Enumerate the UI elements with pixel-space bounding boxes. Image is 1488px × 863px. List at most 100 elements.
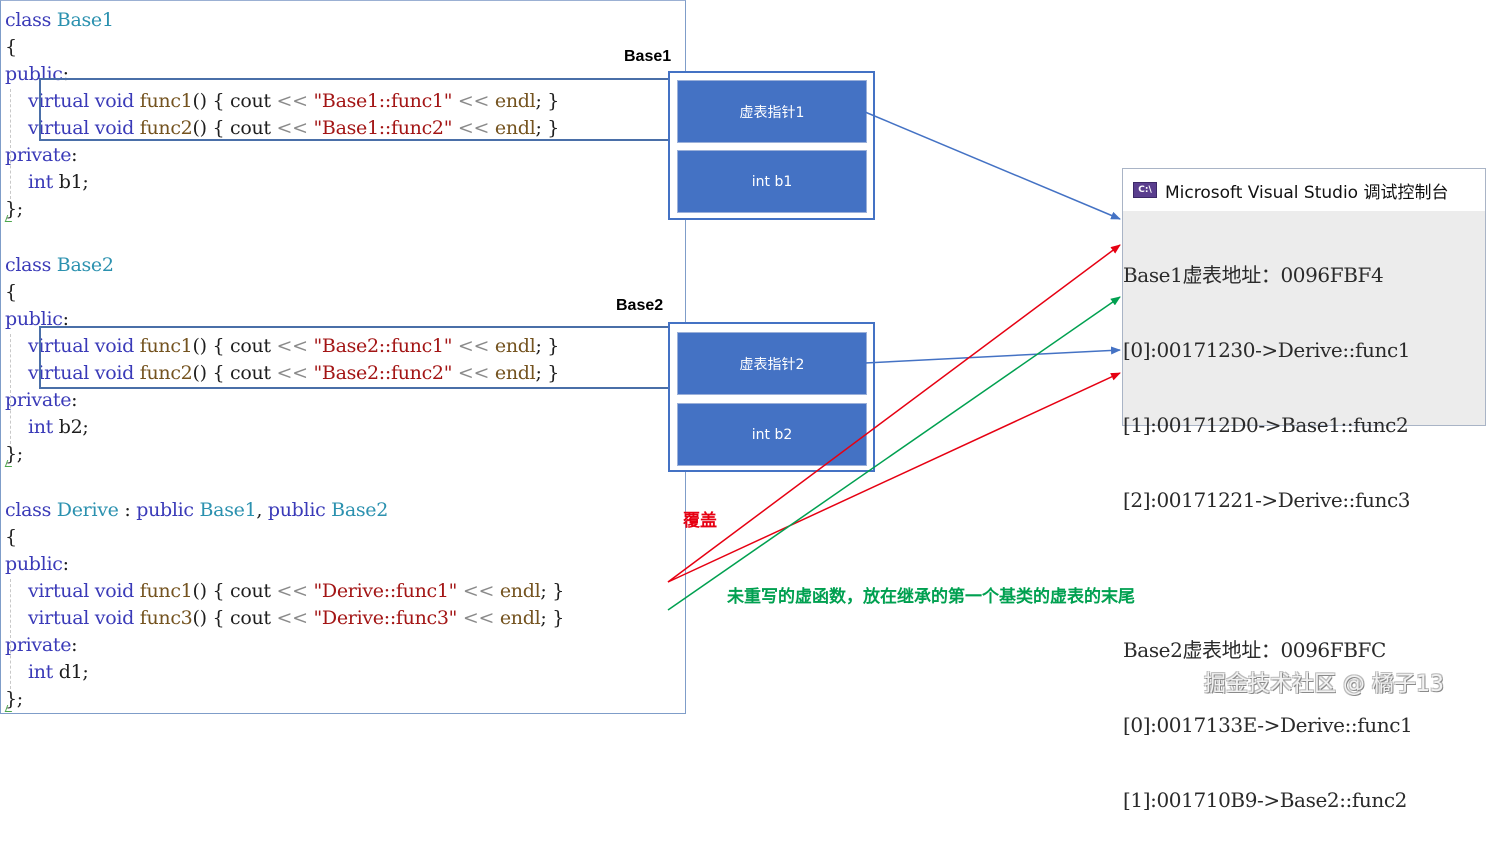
plain-token: : (71, 634, 78, 656)
string-token: "Derive::func1" (313, 580, 458, 602)
plain-token (5, 335, 28, 357)
code-line: }; (5, 441, 559, 468)
plain-token: : (118, 499, 137, 521)
string-token: "Base1::func2" (313, 117, 453, 139)
plain-token (5, 90, 28, 112)
keyword-token: int (27, 171, 59, 193)
identifier-token: endl (499, 580, 541, 602)
plain-token: ; } (535, 362, 560, 384)
plain-token (5, 661, 28, 683)
code-line: virtual void func3() { cout << "Derive::… (5, 605, 564, 632)
plain-token: b2; (58, 416, 89, 438)
indent-guide (10, 89, 11, 199)
code-line: virtual void func2() { cout << "Base2::f… (5, 360, 559, 387)
plain-token: }; (5, 443, 23, 465)
console-line: [1]:001710B9->Base2::func2 (1123, 788, 1407, 812)
plain-token: () { cout (192, 335, 277, 357)
code-line: private: (5, 632, 564, 659)
identifier-token: endl (494, 90, 536, 112)
code-line: virtual void func1() { cout << "Base2::f… (5, 333, 559, 360)
plain-token: ; } (535, 90, 560, 112)
plain-token (5, 580, 28, 602)
identifier-token: func1 (139, 90, 193, 112)
operator-token: << (276, 362, 314, 384)
code-line: }; (5, 686, 564, 713)
plain-token: ; } (540, 580, 565, 602)
keyword-token: virtual void (27, 580, 140, 602)
operator-token: << (452, 90, 495, 112)
operator-token: << (276, 607, 314, 629)
plain-token: { (5, 281, 17, 303)
operator-token: << (457, 607, 500, 629)
operator-token: << (276, 335, 314, 357)
keyword-token: virtual void (27, 607, 140, 629)
operator-token: << (452, 117, 495, 139)
base1-layout-label: Base1 (624, 48, 672, 65)
code-block-base1: class Base1{public: virtual void func1()… (5, 7, 559, 223)
identifier-token: endl (494, 362, 536, 384)
code-line: class Base1 (5, 7, 559, 34)
base1-methods-highlight (39, 78, 670, 141)
base2-layout-label: Base2 (616, 297, 664, 314)
indent-guide (10, 579, 11, 689)
console-line: [0]:00171230->Derive::func1 (1123, 338, 1411, 362)
debug-console-window: C:\ Microsoft Visual Studio 调试控制台 Base1虚… (1122, 168, 1486, 812)
plain-token (5, 607, 28, 629)
code-line: int b1; (5, 169, 559, 196)
plain-token: : (62, 308, 69, 330)
code-line: virtual void func1() { cout << "Base1::f… (5, 88, 559, 115)
console-output: Base1虚表地址：0096FBF4 [0]:00171230->Derive:… (1123, 213, 1413, 863)
plain-token (5, 416, 28, 438)
keyword-token: virtual void (27, 362, 140, 384)
code-line: public: (5, 306, 559, 333)
console-titlebar: C:\ Microsoft Visual Studio 调试控制台 (1123, 169, 1485, 211)
code-line: class Derive : public Base1, public Base… (5, 497, 564, 524)
keyword-token: class (5, 9, 57, 31)
identifier-token: endl (494, 117, 536, 139)
plain-token: b1; (58, 171, 89, 193)
string-token: "Base1::func1" (313, 90, 453, 112)
keyword-token: private (5, 634, 72, 656)
keyword-token: int (27, 416, 59, 438)
keyword-token: virtual void (27, 335, 140, 357)
keyword-token: class (5, 254, 57, 276)
console-line: Base1虚表地址：0096FBF4 (1123, 263, 1384, 287)
code-line: class Base2 (5, 252, 559, 279)
code-line: public: (5, 551, 564, 578)
identifier-token: func1 (139, 335, 193, 357)
code-line: }; (5, 196, 559, 223)
identifier-token: endl (494, 335, 536, 357)
plain-token: () { cout (192, 90, 277, 112)
code-line: { (5, 34, 559, 61)
plain-token (5, 362, 28, 384)
vptr1-to-vtable1-arrow (864, 111, 1121, 220)
type-token: Derive (56, 499, 119, 521)
code-line: { (5, 279, 559, 306)
code-line: virtual void func1() { cout << "Derive::… (5, 578, 564, 605)
identifier-token: endl (499, 607, 541, 629)
string-token: "Base2::func1" (313, 335, 453, 357)
type-token: Base2 (331, 499, 389, 521)
console-title: Microsoft Visual Studio 调试控制台 (1165, 182, 1449, 203)
base2-member-cell: int b2 (677, 403, 867, 466)
code-block-base2: class Base2{ public: virtual void func1()… (5, 252, 559, 468)
keyword-token: public (5, 553, 63, 575)
indent-guide (10, 334, 11, 444)
plain-token: { (5, 36, 17, 58)
console-app-icon: C:\ (1133, 182, 1157, 198)
keyword-token: private (5, 144, 72, 166)
code-line: int b2; (5, 414, 559, 441)
type-token: Base1 (199, 499, 257, 521)
plain-token: ; } (540, 607, 565, 629)
plain-token: }; (5, 198, 23, 220)
plain-token: }; (5, 688, 23, 710)
plain-token: : (62, 553, 69, 575)
keyword-token: private (5, 389, 72, 411)
code-line: private: (5, 142, 559, 169)
operator-token: << (452, 362, 495, 384)
code-block-derive: class Derive : public Base1, public Base… (5, 497, 564, 713)
append-note-annotation: 未重写的虚函数，放在继承的第一个基类的虚表的末尾 (727, 587, 1135, 607)
base2-methods-highlight (39, 326, 670, 389)
keyword-token: virtual void (27, 117, 140, 139)
plain-token: { (5, 526, 17, 548)
